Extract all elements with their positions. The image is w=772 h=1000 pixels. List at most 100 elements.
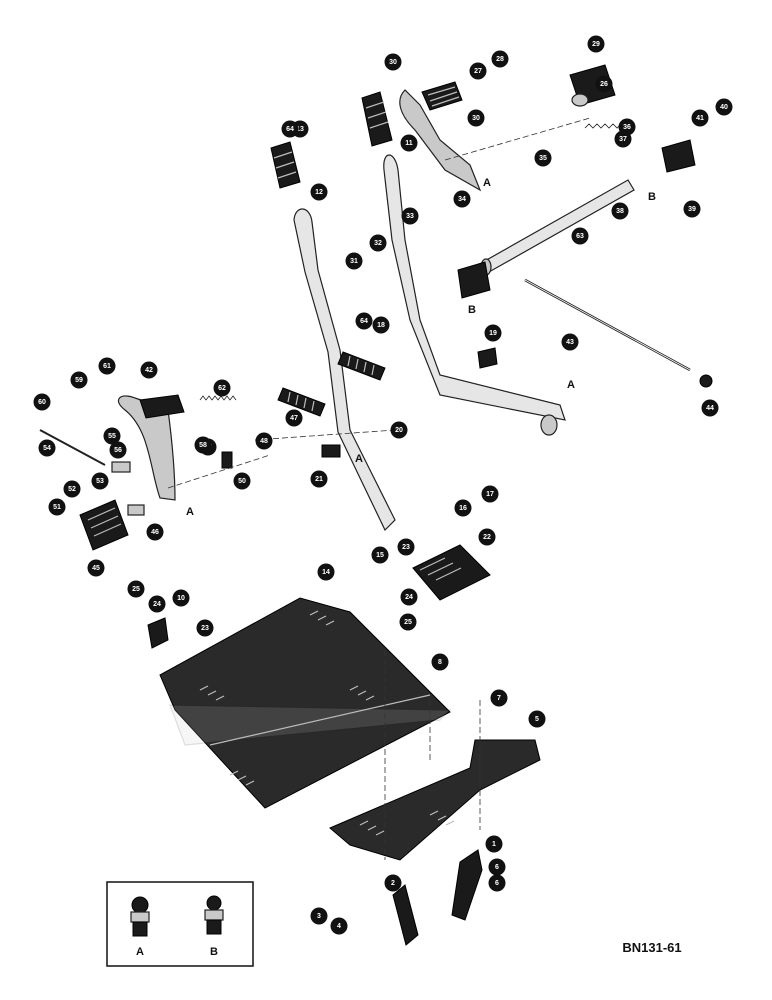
callout-number: 14 <box>322 569 330 576</box>
callout-number: 32 <box>374 240 382 247</box>
callout-43: 43 <box>561 333 579 351</box>
callout-8: 8 <box>431 653 449 671</box>
callout-number: 30 <box>472 115 480 122</box>
floor-plate-5 <box>329 739 541 861</box>
callout-62: 62 <box>213 379 231 397</box>
cross-shaft <box>480 179 635 276</box>
callout-46: 46 <box>146 523 164 541</box>
callout-number: 40 <box>720 104 728 111</box>
pad-26 <box>569 64 616 107</box>
callout-40: 40 <box>715 98 733 116</box>
callout-number: 24 <box>153 601 161 608</box>
callout-53: 53 <box>91 472 109 490</box>
callout-47: 47 <box>285 409 303 427</box>
callout-number: 56 <box>114 447 122 454</box>
callout-number: 23 <box>402 544 410 551</box>
clutch-pedal <box>117 394 185 501</box>
bolt-group-left <box>111 444 341 516</box>
callout-number: 2 <box>391 880 395 887</box>
drawing-code: BN131-61 <box>622 940 681 955</box>
pad-b-left <box>457 261 491 299</box>
callout-number: 55 <box>108 433 116 440</box>
callout-number: 33 <box>406 213 414 220</box>
callout-4: 4 <box>330 917 348 935</box>
callout-number: 7 <box>497 695 501 702</box>
callout-38: 38 <box>611 202 629 220</box>
pedal-22 <box>412 544 491 601</box>
callout-number: 25 <box>404 619 412 626</box>
callout-number: 22 <box>483 534 491 541</box>
callout-6: 6 <box>488 874 506 892</box>
callout-29: 29 <box>587 35 605 53</box>
callout-54: 54 <box>38 439 56 457</box>
callout-number: 47 <box>290 415 298 422</box>
callout-number: 30 <box>389 59 397 66</box>
clip-19 <box>477 347 498 369</box>
spring-37 <box>584 123 622 129</box>
callout-number: 37 <box>619 136 627 143</box>
callout-23: 23 <box>397 538 415 556</box>
view-label: A <box>186 506 194 518</box>
callout-number: 38 <box>616 208 624 215</box>
callout-16: 16 <box>454 499 472 517</box>
fitting-b-icon <box>204 895 224 935</box>
callout-30: 30 <box>467 109 485 127</box>
bracket-1 <box>451 849 483 921</box>
callout-number: 63 <box>576 233 584 240</box>
callout-7: 7 <box>490 689 508 707</box>
callout-number: 42 <box>145 367 153 374</box>
callout-12: 12 <box>310 183 328 201</box>
rod-56 <box>39 429 106 466</box>
callout-60: 60 <box>33 393 51 411</box>
lever-11 <box>383 154 566 436</box>
callout-number: 34 <box>458 196 466 203</box>
callout-number: 15 <box>376 552 384 559</box>
callout-14: 14 <box>317 563 335 581</box>
callout-52: 52 <box>63 480 81 498</box>
callout-number: 5 <box>535 716 539 723</box>
spring-64 <box>199 395 237 401</box>
callout-64: 64 <box>281 120 299 138</box>
callout-number: 20 <box>395 427 403 434</box>
callout-18: 18 <box>372 316 390 334</box>
callout-24: 24 <box>400 588 418 606</box>
view-labels: A A A A B B <box>186 177 656 518</box>
callout-number: 53 <box>96 478 104 485</box>
view-label: A <box>567 379 575 391</box>
callout-number: 36 <box>623 124 631 131</box>
fitting-legend: A B <box>106 881 254 967</box>
callout-number: 23 <box>201 625 209 632</box>
callout-1: 1 <box>485 835 503 853</box>
callout-number: 3 <box>317 913 321 920</box>
callout-27: 27 <box>469 62 487 80</box>
callout-25: 25 <box>399 613 417 631</box>
callout-number: 61 <box>103 363 111 370</box>
callout-17: 17 <box>481 485 499 503</box>
view-label: A <box>483 177 491 189</box>
callout-41: 41 <box>691 109 709 127</box>
callout-3: 3 <box>310 907 328 925</box>
callout-number: 50 <box>238 478 246 485</box>
callout-number: 13 <box>296 126 304 133</box>
callout-11: 11 <box>400 134 418 152</box>
callout-24: 24 <box>148 595 166 613</box>
callout-number: 6 <box>495 880 499 887</box>
callout-59: 59 <box>70 371 88 389</box>
callout-number: 39 <box>688 206 696 213</box>
callout-19: 19 <box>484 324 502 342</box>
callout-number: 35 <box>539 155 547 162</box>
grip-13 <box>270 141 301 189</box>
callout-number: 60 <box>38 399 46 406</box>
callout-32: 32 <box>369 234 387 252</box>
pad-47 <box>79 499 129 551</box>
grip-lower <box>277 387 326 417</box>
callout-20: 20 <box>390 421 408 439</box>
callout-number: 27 <box>474 68 482 75</box>
callout-22: 22 <box>478 528 496 546</box>
view-label: B <box>468 304 476 316</box>
callout-35: 35 <box>534 149 552 167</box>
callout-number: 41 <box>696 115 704 122</box>
callout-number: 17 <box>486 491 494 498</box>
callout-64: 64 <box>355 312 373 330</box>
